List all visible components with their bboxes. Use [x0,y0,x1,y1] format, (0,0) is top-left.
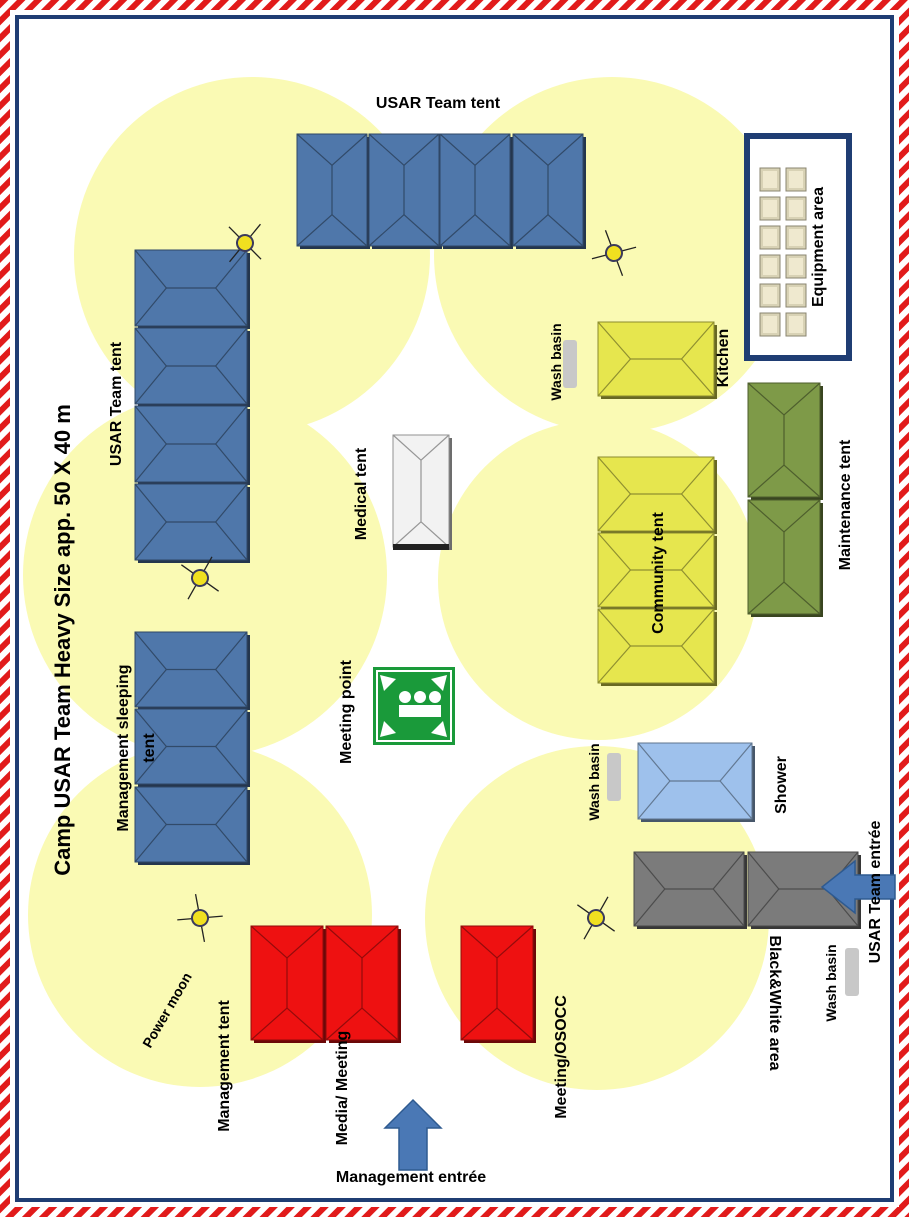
power-moon-lights [177,223,637,943]
label-shower: Shower [773,756,790,814]
equipment-crate [785,196,807,221]
usar-tent-top-1 [296,133,370,249]
label-media-meeting: Media/ Meeting [334,1030,351,1146]
community-tent-3 [597,608,717,686]
equipment-crate [785,254,807,279]
wash-basin-entrance [845,948,859,996]
usar-tent-top-2 [368,133,442,249]
power-moon-light-icon [177,893,223,943]
label-maintenance-tent: Maintenance tent [837,439,854,571]
equipment-crate [785,312,807,337]
black-white-tent-1 [633,851,747,929]
power-moon-light-icon [181,556,219,600]
label-usar-team-entree: USAR Team entrée [867,820,884,964]
arrow-icon-management-entree [383,1098,443,1171]
label-wash-basin-shower: Wash basin [586,743,602,821]
equipment-crate [759,312,781,337]
management-sleeping-tent-2 [134,708,250,787]
wash-basin-shower [607,753,621,801]
usar-tent-top-4 [512,133,586,249]
label-management-tent: Management tent [216,1000,233,1132]
usar-tent-left-1 [134,249,250,329]
label-black-white-area: Black&White area [766,935,783,1071]
equipment-area [744,133,852,361]
equipment-crate [759,283,781,308]
equipment-crate [759,196,781,221]
label-meeting-point: Meeting point [338,660,355,764]
usar-tent-left-3 [134,405,250,485]
meeting-osocc-tent [460,925,536,1043]
community-tent-1 [597,456,717,534]
power-moon-light-icon [591,229,637,277]
label-management-entree: Management entrée [335,1169,487,1186]
label-usar-tent-top: USAR Team tent [375,95,501,112]
equipment-crates [759,167,807,337]
equipment-crate [785,167,807,192]
light-zone [74,77,430,433]
label-usar-tent-left: USAR Team tent [108,341,125,467]
wash-basin-kitchen [563,340,577,388]
equipment-crate [785,225,807,250]
management-sleeping-tent-3 [134,786,250,865]
maintenance-tent-2 [747,499,823,617]
equipment-crate [759,225,781,250]
management-sleeping-tent-1 [134,631,250,710]
power-moon-light-icon [577,896,615,940]
usar-tent-left-4 [134,483,250,563]
label-kitchen: Kitchen [715,328,732,388]
maintenance-tent-1 [747,382,823,500]
tents-layer [134,133,861,1043]
shower-tent [637,742,755,822]
arrow-icon-usar-entree [820,859,896,915]
page-title: Camp USAR Team Heavy Size app. 50 X 40 m [50,404,75,876]
power-moon-light-icon [228,223,262,263]
label-medical-tent: Medical tent [353,447,370,541]
label-meeting-osocc: Meeting/OSOCC [553,995,570,1119]
label-community-tent: Community tent [650,512,667,634]
usar-tent-left-2 [134,327,250,407]
label-wash-basin-entrance: Wash basin [823,944,839,1022]
usar-tent-top-3 [439,133,513,249]
assembly-point-icon [373,667,455,745]
label-equipment-area: Equipment area [810,186,827,308]
medical-tent [392,434,452,550]
management-tent-1 [250,925,326,1043]
equipment-crate [759,254,781,279]
equipment-crate [785,283,807,308]
wash-basins [563,340,859,996]
community-tent-2 [597,532,717,610]
kitchen-tent [597,321,717,399]
label-management-sleeping: Management sleeping [115,664,132,832]
management-tent-2 [325,925,401,1043]
equipment-crate [759,167,781,192]
label-wash-basin-kitchen: Wash basin [548,323,564,401]
label-management-sleeping-2: tent [141,733,158,763]
